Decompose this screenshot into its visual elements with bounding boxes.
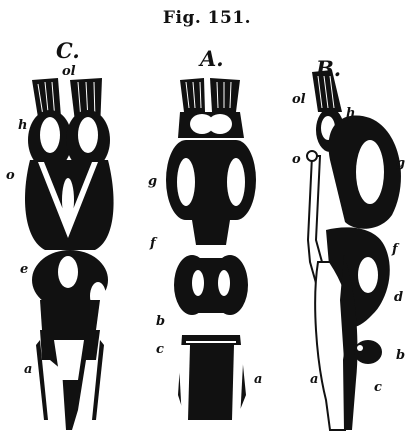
- panel-b-drawing: [307, 70, 401, 430]
- panel-c-drawing: [25, 78, 114, 430]
- panel-c-label-h: h: [18, 118, 27, 133]
- panel-a-label-g: g: [148, 174, 157, 189]
- panel-b-label-g: g: [396, 156, 405, 171]
- panel-b-label-o: o: [292, 152, 301, 167]
- panel-b-label-ol: ol: [292, 92, 306, 107]
- panel-c-label-ol: ol: [62, 64, 76, 79]
- panel-c-label-o: o: [6, 168, 15, 183]
- panel-a-label-a: a: [254, 372, 262, 387]
- panel-a-label-f: f: [150, 236, 156, 251]
- panel-b-label-d: d: [394, 290, 403, 305]
- panel-a-label-c: c: [156, 342, 164, 357]
- panel-b-label-c: c: [374, 380, 382, 395]
- panel-b-label-b: b: [396, 348, 405, 363]
- panel-c-label-e: e: [20, 262, 28, 277]
- panel-c-label-a: a: [24, 362, 32, 377]
- panel-a-letter: A.: [200, 46, 224, 71]
- panel-b-label-a: a: [310, 372, 318, 387]
- panel-a-label-b: b: [156, 314, 165, 329]
- panel-b-letter: B.: [316, 56, 341, 81]
- panel-c-letter: C.: [56, 38, 80, 63]
- panel-a-drawing: [166, 78, 256, 420]
- panel-b-label-h: h: [346, 106, 355, 121]
- panel-b-label-f: f: [392, 242, 398, 257]
